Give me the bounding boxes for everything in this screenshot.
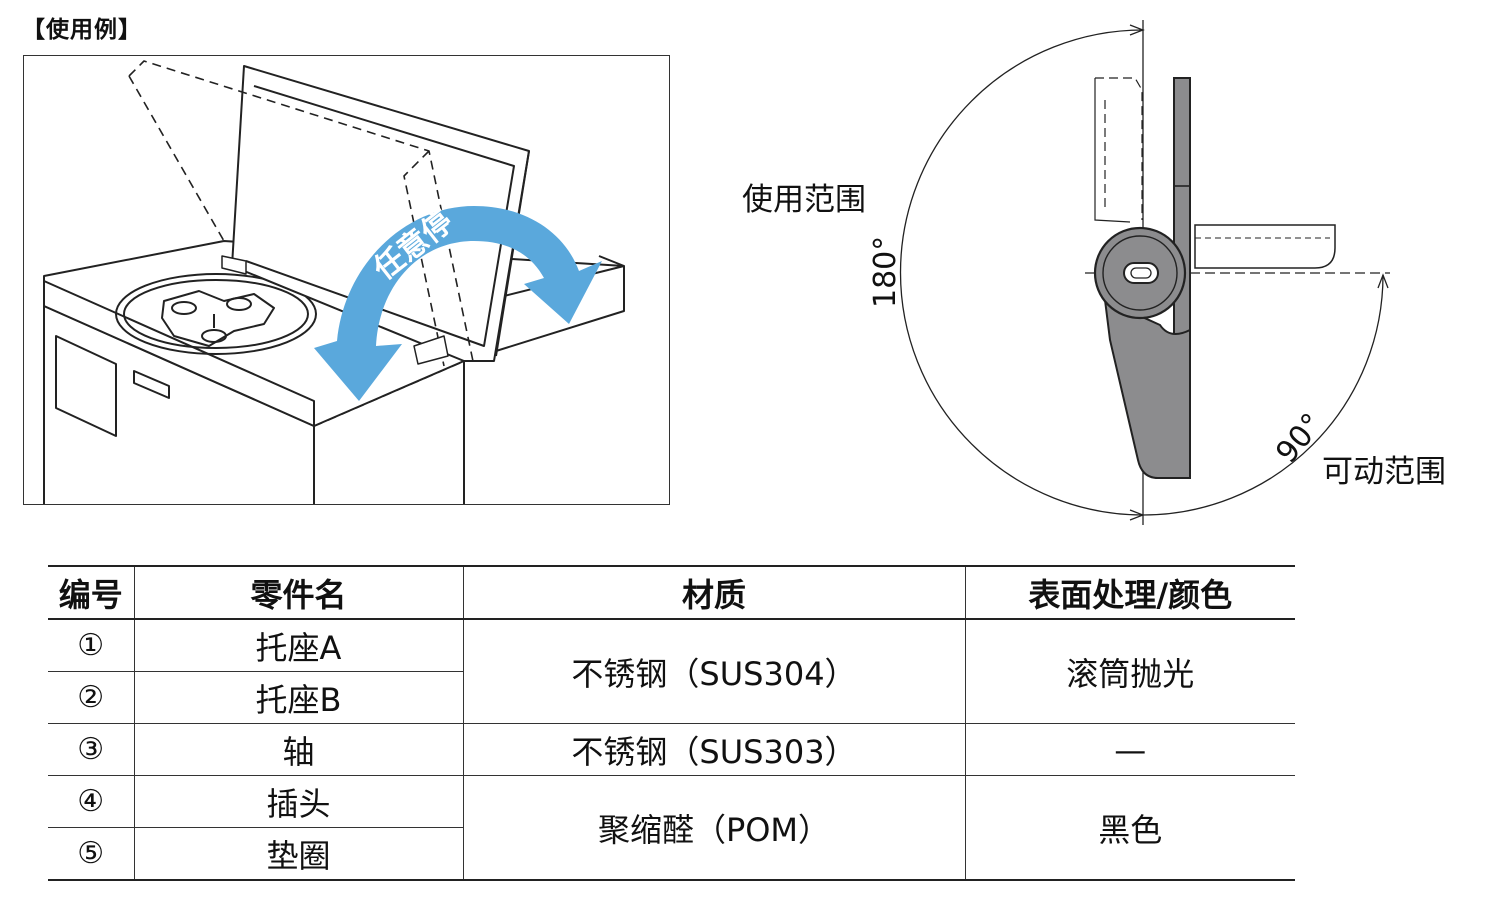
hinge-rotation-diagram: 使用范围 可动范围 180° 90° xyxy=(690,10,1506,530)
finish: 滚筒抛光 xyxy=(964,619,1295,724)
table-row: ① 托座A 不锈钢（SUS304） 滚筒抛光 xyxy=(48,619,1295,724)
range-90-arc xyxy=(1142,274,1384,516)
material: 聚缩醛（POM） xyxy=(462,775,965,881)
angle-180-label: 180° xyxy=(868,236,903,308)
section-label: 【使用例】 xyxy=(22,17,142,43)
header-finish: 表面处理/颜色 xyxy=(964,565,1295,620)
row-number: ① xyxy=(48,619,134,672)
parts-table: 编号 零件名 材质 表面处理/颜色 ① 托座A 不锈钢（SUS304） 滚筒抛光… xyxy=(48,565,1295,881)
part-name: 插头 xyxy=(133,775,463,828)
row-number: ② xyxy=(48,671,134,724)
header-number: 编号 xyxy=(48,565,134,620)
part-name: 垫圈 xyxy=(133,827,463,881)
table-row: ③ 轴 不锈钢（SUS303） — xyxy=(48,723,1295,776)
usage-range-label: 使用范围 xyxy=(742,182,866,218)
part-name: 轴 xyxy=(133,723,463,776)
finish: — xyxy=(964,723,1295,776)
part-name: 托座A xyxy=(133,619,463,672)
row-number: ⑤ xyxy=(48,827,134,881)
table-row: ② 托座B xyxy=(48,671,1295,724)
table-row: ④ 插头 聚缩醛（POM） 黑色 xyxy=(48,775,1295,881)
finish: 黑色 xyxy=(964,775,1295,881)
header-part-name: 零件名 xyxy=(133,565,463,620)
material: 不锈钢（SUS303） xyxy=(462,723,965,776)
row-number: ③ xyxy=(48,723,134,776)
header-material: 材质 xyxy=(462,565,965,620)
usage-example-illustration: 任意停 xyxy=(23,55,670,505)
movable-range-label: 可动范围 xyxy=(1322,454,1446,490)
row-number: ④ xyxy=(48,775,134,828)
material: 不锈钢（SUS304） xyxy=(462,619,965,724)
table-header-row: 编号 零件名 材质 表面处理/颜色 xyxy=(48,565,1295,620)
table-row: ⑤ 垫圈 xyxy=(48,827,1295,881)
part-name: 托座B xyxy=(133,671,463,724)
range-180-arc xyxy=(899,29,1144,516)
